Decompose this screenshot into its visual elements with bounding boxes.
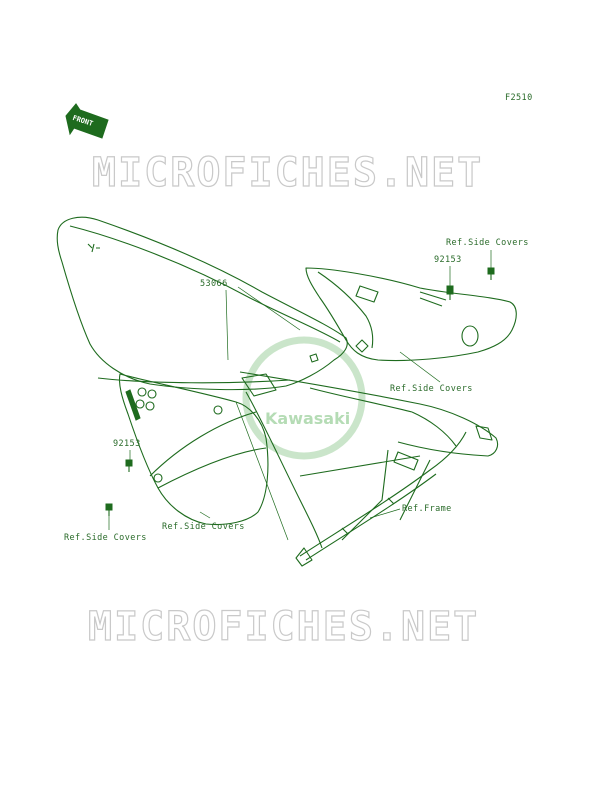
frame-part: [239, 371, 499, 567]
kawasaki-logo: Kawasaki: [242, 336, 366, 460]
bolt-lower-icon: [125, 459, 133, 472]
label-ref-side-covers-right: Ref.Side Covers: [390, 384, 473, 394]
label-ref-frame: Ref.Frame: [402, 504, 452, 514]
right-side-cover-part: [305, 267, 517, 362]
label-ref-side-covers-upper: Ref.Side Covers: [446, 238, 529, 248]
side-cover-holes: [135, 387, 157, 411]
label-bolt-lower-part-no: 92153: [113, 439, 141, 449]
left-side-cover-part: [118, 373, 269, 526]
label-ref-side-covers-lower-left: Ref.Side Covers: [64, 533, 147, 543]
bolt-upper-icon: [446, 285, 454, 300]
label-bolt-upper-part-no: 92153: [434, 255, 462, 265]
bolt-upper-right-icon: [487, 267, 495, 280]
figure-code: F2510: [505, 93, 533, 103]
bolt-lower-left-icon: [105, 503, 113, 516]
watermark-top: MICROFICHES.NET: [92, 150, 483, 196]
label-seat-part-no: 53066: [200, 279, 228, 289]
front-arrow-icon: FRONT: [65, 103, 109, 139]
seat-part: [56, 216, 348, 391]
label-ref-side-covers-center: Ref.Side Covers: [162, 522, 245, 532]
leader-lines: [108, 250, 492, 541]
kawasaki-logo-text: Kawasaki: [265, 409, 350, 428]
watermark-bottom: MICROFICHES.NET: [88, 604, 479, 650]
